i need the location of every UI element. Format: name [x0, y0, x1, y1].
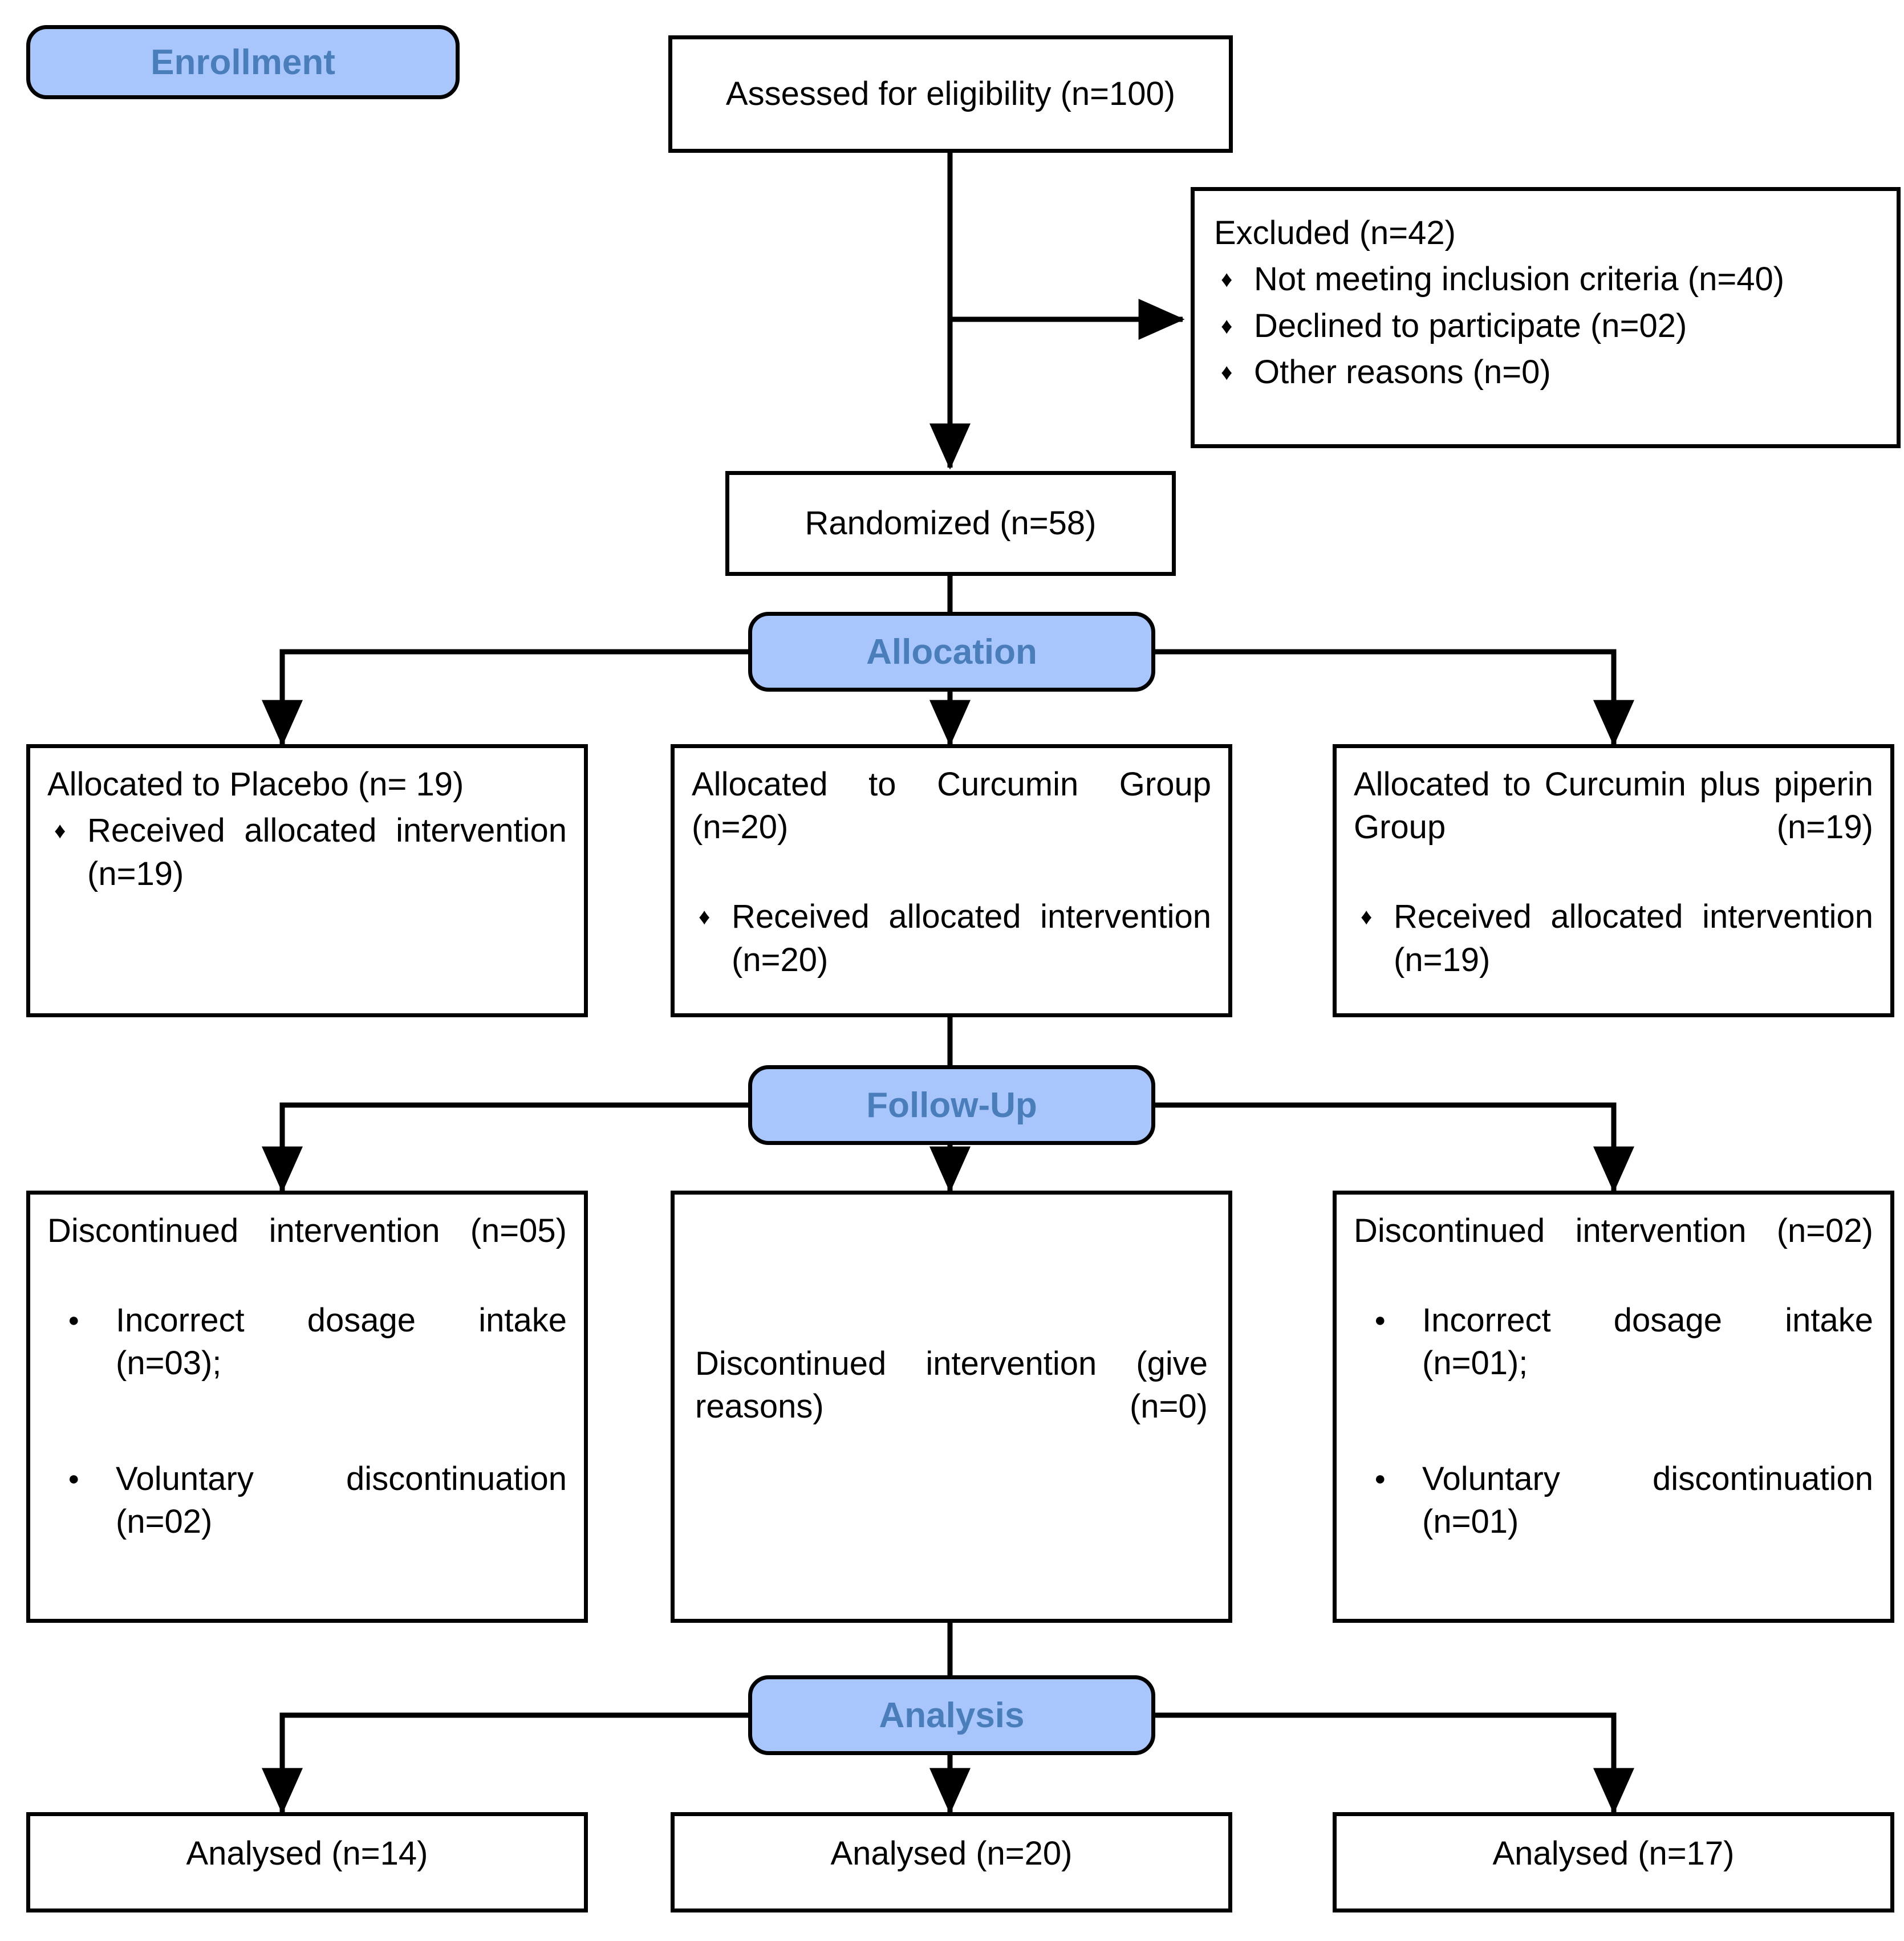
- followup-placebo-list: Incorrect dosage intake (n=03); Voluntar…: [47, 1299, 567, 1586]
- banner-enrollment: Enrollment: [26, 25, 460, 99]
- box-analysed-curcumin: Analysed (n=20): [671, 1812, 1232, 1912]
- box-followup-curcumin: Discontinued intervention (give reasons)…: [671, 1191, 1232, 1623]
- allocated-placebo-header: Allocated to Placebo (n= 19): [47, 766, 464, 803]
- allocated-curcumin-item-1: Received allocated intervention (n=20): [732, 898, 1211, 978]
- followup-curcumin-piperin-item-1: Incorrect dosage intake (n=01);: [1422, 1301, 1873, 1382]
- analysed-placebo-label: Analysed (n=14): [186, 1835, 428, 1872]
- followup-curcumin-piperin-list: Incorrect dosage intake (n=01); Voluntar…: [1354, 1299, 1873, 1586]
- list-item: Voluntary discontinuation (n=01): [1354, 1457, 1873, 1586]
- allocated-curcumin-list: Received allocated intervention (n=20): [692, 895, 1211, 1024]
- list-item: Received allocated intervention (n=19): [1354, 895, 1873, 1024]
- list-item: Declined to participate (n=02): [1214, 304, 1876, 348]
- banner-analysis: Analysis: [748, 1675, 1155, 1755]
- followup-curcumin-piperin-header: Discontinued intervention (n=02): [1354, 1212, 1873, 1249]
- assessed-label: Assessed for eligibility (n=100): [725, 75, 1176, 113]
- allocated-placebo-item-1: Received allocated intervention (n=19): [87, 812, 567, 892]
- box-followup-curcumin-piperin: Discontinued intervention (n=02) Incorre…: [1333, 1191, 1894, 1623]
- box-allocated-curcumin: Allocated to Curcumin Group (n=20) Recei…: [671, 744, 1232, 1017]
- analysed-curcumin-label: Analysed (n=20): [830, 1835, 1073, 1872]
- allocated-curcumin-piperin-item-1: Received allocated intervention (n=19): [1394, 898, 1873, 978]
- box-randomized: Randomized (n=58): [725, 471, 1176, 576]
- allocated-curcumin-piperin-header: Allocated to Curcumin plus piperin Group…: [1354, 766, 1873, 846]
- followup-placebo-header: Discontinued intervention (n=05): [47, 1212, 567, 1249]
- list-item: Not meeting inclusion criteria (n=40): [1214, 258, 1876, 301]
- list-item: Voluntary discontinuation (n=02): [47, 1457, 567, 1586]
- banner-allocation-label: Allocation: [866, 632, 1037, 672]
- excluded-reason-2: Declined to participate (n=02): [1254, 307, 1687, 344]
- banner-analysis-label: Analysis: [879, 1695, 1025, 1735]
- box-followup-placebo: Discontinued intervention (n=05) Incorre…: [26, 1191, 588, 1623]
- followup-curcumin-piperin-item-2: Voluntary discontinuation (n=01): [1422, 1460, 1873, 1541]
- excluded-reason-3: Other reasons (n=0): [1254, 354, 1551, 391]
- banner-allocation: Allocation: [748, 612, 1155, 692]
- followup-placebo-item-2: Voluntary discontinuation (n=02): [116, 1460, 567, 1541]
- excluded-reason-1: Not meeting inclusion criteria (n=40): [1254, 261, 1785, 298]
- randomized-label: Randomized (n=58): [805, 505, 1097, 542]
- banner-followup: Follow-Up: [748, 1065, 1155, 1145]
- list-item: Incorrect dosage intake (n=03);: [47, 1299, 567, 1428]
- box-allocated-curcumin-piperin: Allocated to Curcumin plus piperin Group…: [1333, 744, 1894, 1017]
- banner-followup-label: Follow-Up: [866, 1085, 1037, 1125]
- list-item: Incorrect dosage intake (n=01);: [1354, 1299, 1873, 1428]
- list-item: Received allocated intervention (n=20): [692, 895, 1211, 1024]
- allocated-curcumin-piperin-list: Received allocated intervention (n=19): [1354, 895, 1873, 1024]
- box-allocated-placebo: Allocated to Placebo (n= 19) Received al…: [26, 744, 588, 1017]
- excluded-header: Excluded (n=42): [1214, 214, 1456, 251]
- box-assessed-for-eligibility: Assessed for eligibility (n=100): [668, 35, 1233, 153]
- allocated-placebo-list: Received allocated intervention (n=19): [47, 809, 567, 938]
- followup-curcumin-header: Discontinued intervention (give reasons)…: [695, 1345, 1208, 1426]
- list-item: Other reasons (n=0): [1214, 351, 1876, 394]
- box-analysed-placebo: Analysed (n=14): [26, 1812, 588, 1912]
- banner-enrollment-label: Enrollment: [151, 42, 335, 82]
- allocated-curcumin-header: Allocated to Curcumin Group (n=20): [692, 766, 1211, 846]
- followup-placebo-item-1: Incorrect dosage intake (n=03);: [116, 1301, 567, 1382]
- box-excluded: Excluded (n=42) Not meeting inclusion cr…: [1191, 187, 1901, 448]
- excluded-reason-list: Not meeting inclusion criteria (n=40) De…: [1214, 258, 1876, 394]
- analysed-curcumin-piperin-label: Analysed (n=17): [1492, 1835, 1735, 1872]
- list-item: Received allocated intervention (n=19): [47, 809, 567, 938]
- box-analysed-curcumin-piperin: Analysed (n=17): [1333, 1812, 1894, 1912]
